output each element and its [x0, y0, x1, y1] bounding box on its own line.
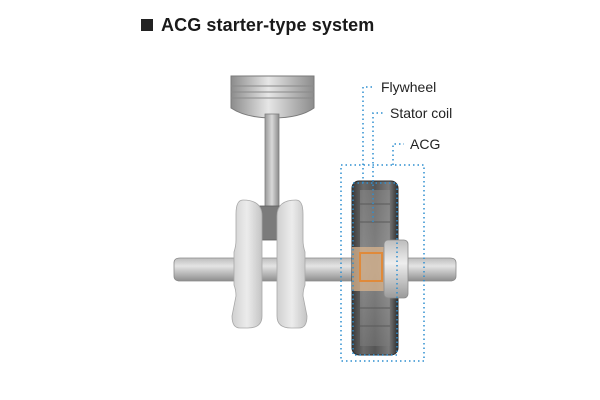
stator-coil: [352, 247, 386, 291]
stator-coil-label: Stator coil: [390, 105, 452, 121]
piston: [230, 75, 315, 119]
stator-coil-leader-line: [372, 112, 385, 222]
crankshaft: [173, 199, 457, 329]
acg-label: ACG: [410, 136, 440, 152]
acg-leader-line: [392, 143, 404, 165]
acg-highlight-box: [340, 164, 425, 362]
callout-lines: [340, 86, 425, 362]
flywheel-label: Flywheel: [381, 79, 436, 95]
title-text: ACG starter-type system: [161, 14, 375, 35]
stator-coil-outline: [359, 252, 383, 282]
flywheel-hub-nut: [383, 239, 409, 299]
title-bullet-square: [141, 19, 153, 31]
flywheel-leader-line: [362, 86, 374, 183]
diagram-title: ACG starter-type system: [141, 10, 374, 40]
